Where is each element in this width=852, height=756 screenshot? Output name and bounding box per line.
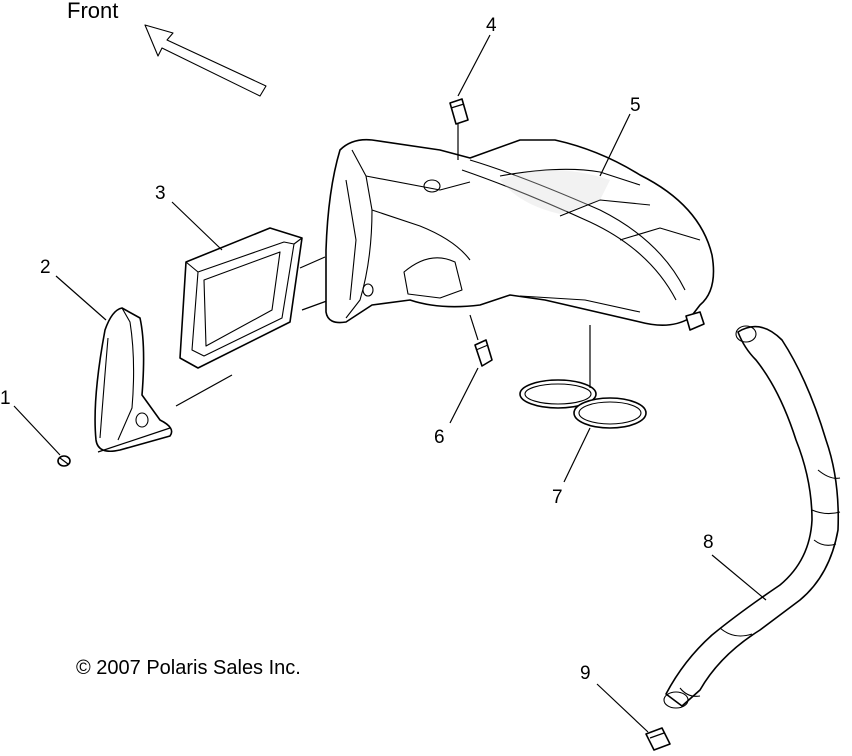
leader-lines — [13, 34, 767, 733]
copyright-text: © 2007 Polaris Sales Inc. — [76, 657, 301, 679]
callout-4: 4 — [486, 15, 497, 36]
seal-rings-part[interactable] — [519, 325, 647, 429]
air-filter-part[interactable] — [179, 227, 303, 369]
front-arrow-icon — [144, 24, 267, 97]
callout-2: 2 — [40, 257, 51, 278]
top-fitting-part[interactable] — [449, 98, 469, 160]
callout-5: 5 — [630, 95, 641, 116]
front-label: Front — [67, 0, 118, 23]
callout-9: 9 — [580, 663, 591, 684]
callout-3: 3 — [155, 183, 166, 204]
bolt-part[interactable] — [57, 455, 71, 467]
callout-1: 1 — [0, 388, 11, 409]
hose-clamp-part[interactable] — [645, 727, 671, 751]
callout-7: 7 — [552, 487, 563, 508]
drain-fitting-part[interactable] — [469, 314, 493, 367]
breather-hose-part[interactable] — [663, 325, 841, 709]
callout-6: 6 — [434, 427, 445, 448]
airbox-housing-part[interactable] — [325, 138, 715, 331]
callout-8: 8 — [703, 532, 714, 553]
end-cover-part[interactable] — [94, 307, 173, 453]
